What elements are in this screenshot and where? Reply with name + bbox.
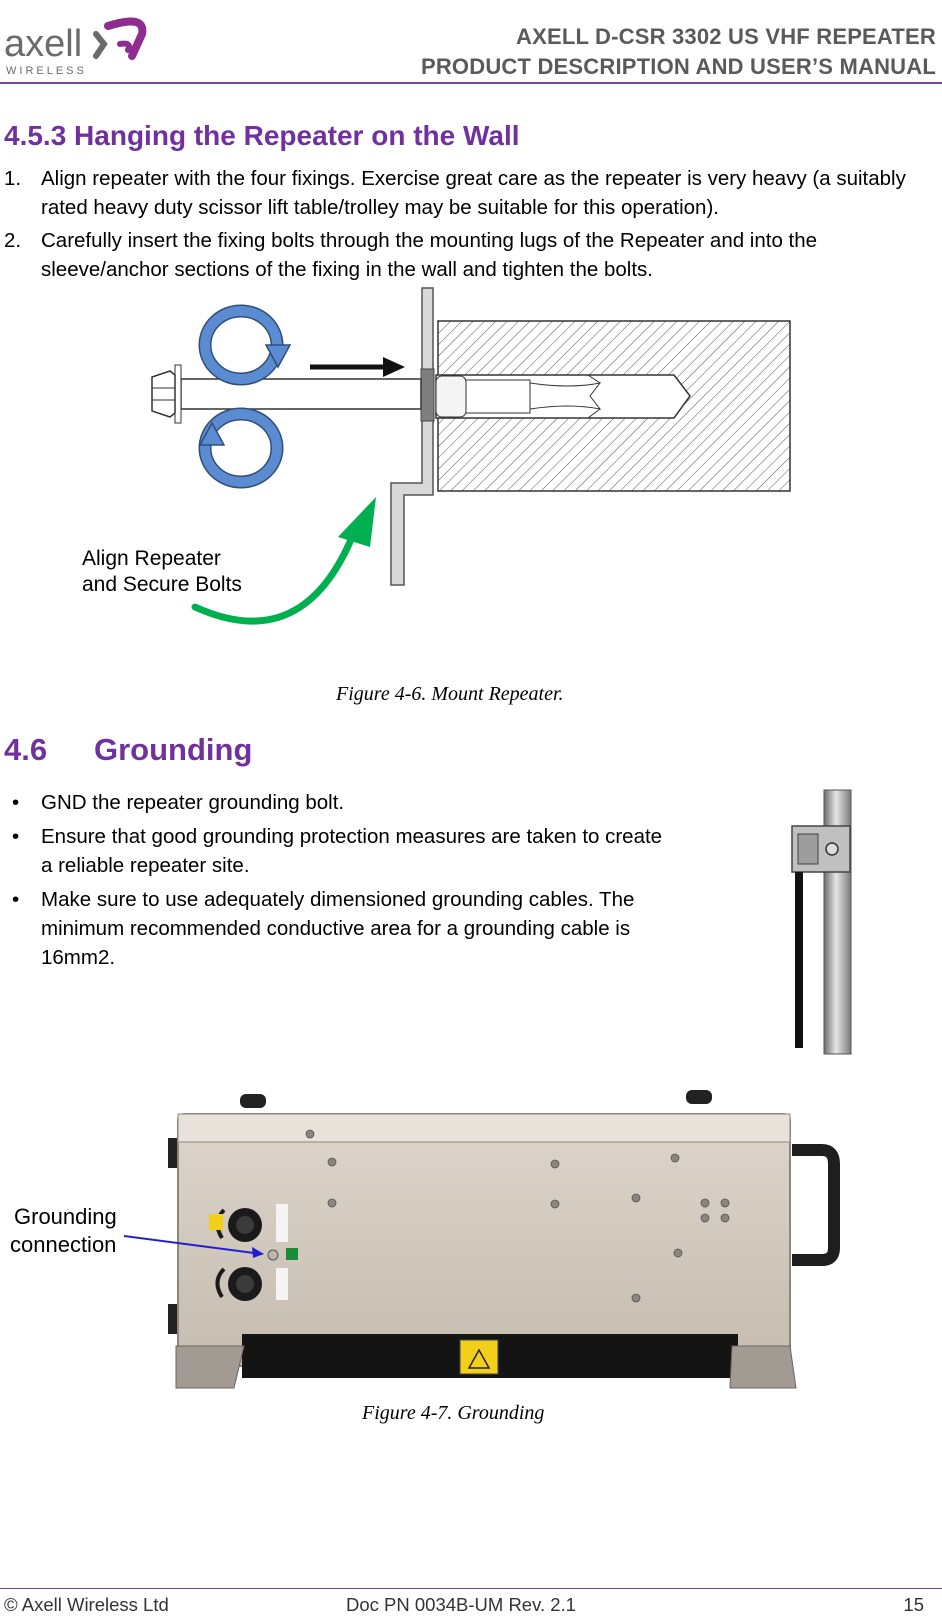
carry-handle xyxy=(792,1144,840,1266)
bullet-item-3: • Make sure to use adequately dimensione… xyxy=(12,885,672,972)
push-arrow-head xyxy=(383,357,405,377)
bullet-item-2: • Ensure that good grounding protection … xyxy=(12,822,672,880)
bullet-symbol: • xyxy=(12,791,20,814)
section-heading-4-6: 4.6 Grounding xyxy=(4,732,252,768)
step-text: Carefully insert the fixing bolts throug… xyxy=(41,229,818,281)
step-text: Align repeater with the four fixings. Ex… xyxy=(41,167,906,219)
bullet-text: Ensure that good grounding protection me… xyxy=(41,825,663,877)
bullet-symbol: • xyxy=(12,825,20,848)
repeater-grounding-photo: Grounding connection xyxy=(0,1088,942,1426)
repeater-enclosure xyxy=(177,1113,791,1367)
footer-copyright: © Axell Wireless Ltd xyxy=(4,1594,169,1615)
grounding-pointer-arrow xyxy=(123,1235,263,1255)
green-curved-arrow xyxy=(191,526,359,625)
footer-rule xyxy=(0,1588,942,1589)
photo-label-line-1: Grounding xyxy=(14,1204,117,1229)
mounting-bracket xyxy=(390,287,434,586)
figure-label-line-1: Align Repeater xyxy=(82,547,221,570)
footer-page-number: 15 xyxy=(903,1594,924,1615)
bolt-head xyxy=(151,370,176,418)
bullet-item-1: • GND the repeater grounding bolt. xyxy=(12,788,672,817)
step-item-2: 2. Carefully insert the fixing bolts thr… xyxy=(4,226,929,284)
photo-label-line-2: connection xyxy=(10,1232,116,1257)
header-title-line-2: PRODUCT DESCRIPTION AND USER’S MANUAL xyxy=(420,54,936,79)
section-heading-4-5-3: 4.5.3 Hanging the Repeater on the Wall xyxy=(4,120,520,151)
bullet-text: GND the repeater grounding bolt. xyxy=(41,791,345,814)
grounding-cable xyxy=(795,872,803,1048)
header-title-line-1: AXELL D-CSR 3302 US VHF REPEATER xyxy=(515,24,936,49)
section-title: Grounding xyxy=(94,732,253,767)
figure-caption-4-7: Figure 4-7. Grounding xyxy=(362,1402,545,1424)
document-header-title: AXELL D-CSR 3302 US VHF REPEATER PRODUCT… xyxy=(421,22,936,82)
header-rule xyxy=(0,82,942,84)
figure-label-line-2: and Secure Bolts xyxy=(82,573,242,596)
footer-doc-number: Doc PN 0034B-UM Rev. 2.1 xyxy=(346,1594,576,1615)
axell-logo: axell WIRELESS xyxy=(4,4,154,77)
bullet-text: Make sure to use adequately dimensioned … xyxy=(41,888,635,969)
bolt-washer xyxy=(174,364,182,424)
grounding-bar-illustration xyxy=(780,786,860,1056)
grounding-bolt xyxy=(267,1249,279,1261)
bolt-shaft xyxy=(180,378,422,410)
warning-label xyxy=(459,1339,499,1375)
bullet-symbol: • xyxy=(12,888,20,911)
step-number: 1. xyxy=(4,167,22,190)
mount-repeater-diagram: Align Repeater and Secure Bolts xyxy=(0,285,942,655)
step-number: 2. xyxy=(4,229,22,252)
anchor-sleeve xyxy=(435,374,691,419)
logo-subtitle: WIRELESS xyxy=(6,65,87,76)
step-item-1: 1. Align repeater with the four fixings.… xyxy=(4,164,929,222)
logo-wordmark: axell xyxy=(4,23,82,65)
section-number: 4.6 xyxy=(4,732,48,767)
figure-caption-4-6: Figure 4-6. Mount Repeater. xyxy=(336,683,564,705)
